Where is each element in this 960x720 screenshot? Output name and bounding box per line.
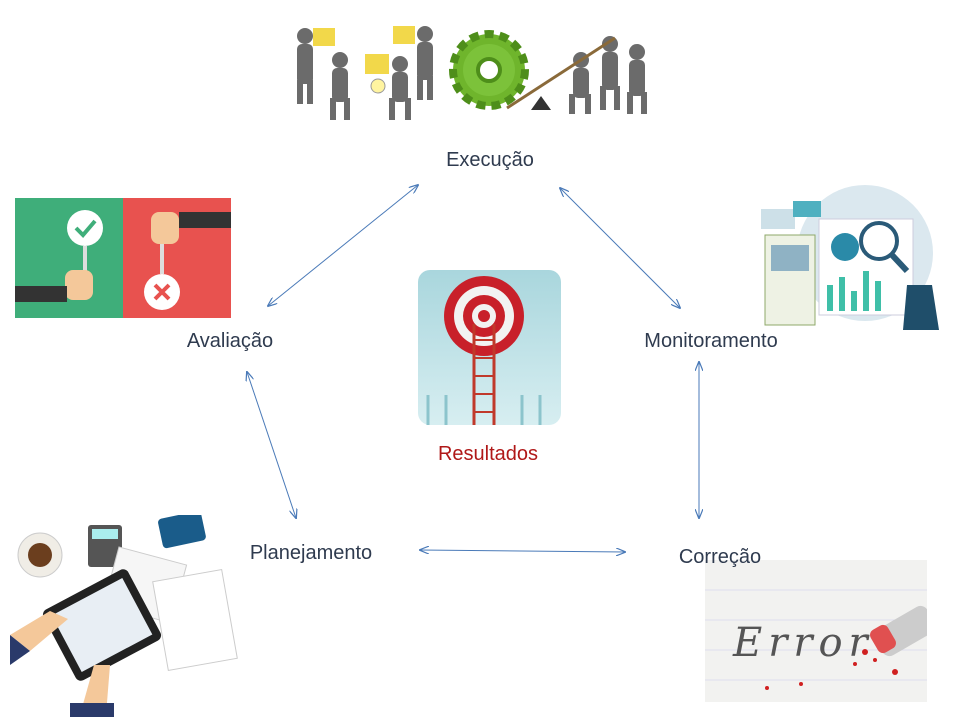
node-label-avaliacao: Avaliação [186,330,274,352]
node-label-planejamento: Planejamento [249,542,373,564]
monitoring-dashboard-illustration [761,185,939,330]
node-label-execucao: Execução [446,149,534,171]
node-label-monitoramento: Monitoramento [644,330,778,352]
results-target-ladder-illustration [418,270,561,425]
node-label-correcao: Correção [678,546,762,568]
arrow-execucao-monitoramento [560,188,680,308]
node-label-resultados: Resultados [437,443,539,465]
execution-teamwork-illustration [297,26,647,120]
error-handwritten-text: Error [732,620,874,666]
correction-error-eraser-illustration: Error [705,560,927,702]
planning-desk-illustration [10,515,238,717]
arrow-execucao-avaliacao [268,185,418,306]
arrow-planejamento-correcao [420,550,625,552]
evaluation-thumbs-illustration [15,198,231,318]
arrow-avaliacao-planejamento [247,372,296,518]
